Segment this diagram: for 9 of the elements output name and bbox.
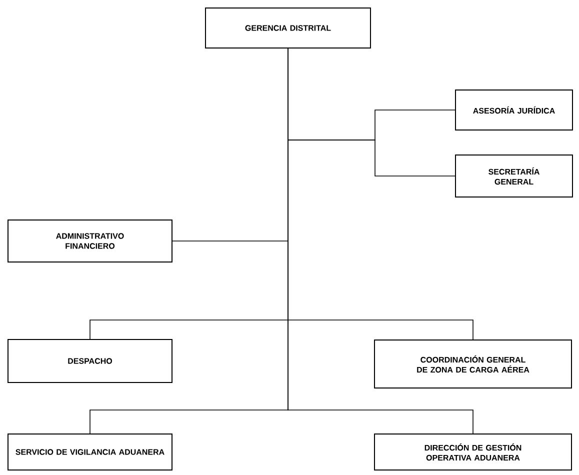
org-box: SERVICIO DE VIGILANCIA ADUANERA [8,434,172,470]
org-box: GERENCIA DISTRITAL [205,8,371,48]
org-box: ADMINISTRATIVO FINANCIERO [8,220,172,262]
org-box: DESPACHO [8,339,172,383]
connector-line [288,48,474,434]
org-box: COORDINACIÓN GENERAL DE ZONA DE CARGA AÉREA [374,340,572,388]
org-box: ASESORÍA JURÍDICA [455,90,573,130]
org-box: SECRETARÍA GENERAL [455,154,573,198]
org-box: DIRECCIÓN DE GESTIÓN OPERATIVA ADUANERA [374,434,572,470]
